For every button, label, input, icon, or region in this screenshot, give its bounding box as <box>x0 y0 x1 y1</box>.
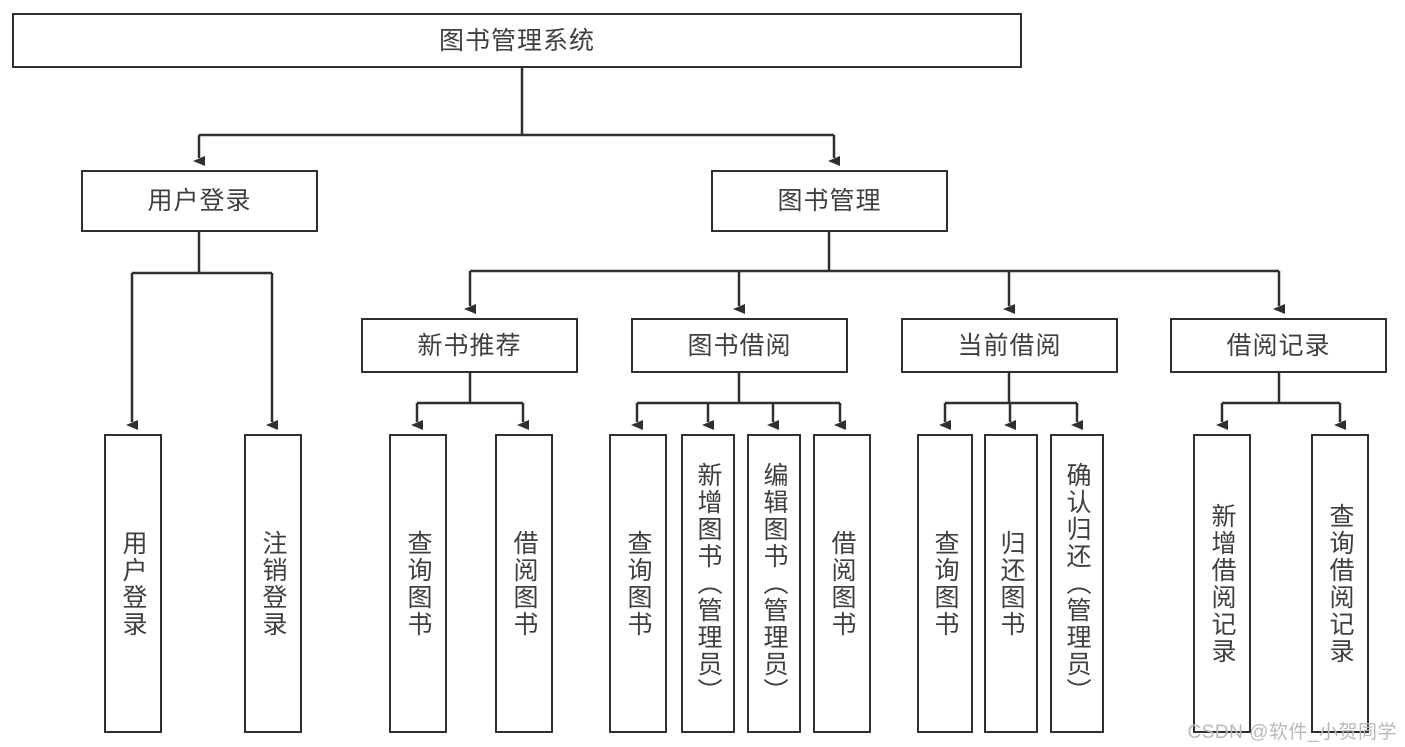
node-label: 确认归还（管理员） <box>1063 462 1091 705</box>
leaf-query-book-3[interactable]: 查询图书 <box>917 434 973 733</box>
node-label: 查询图书 <box>404 529 432 638</box>
leaf-return-book[interactable]: 归还图书 <box>984 434 1038 733</box>
leaf-confirm-return[interactable]: 确认归还（管理员） <box>1050 434 1104 733</box>
node-root-system[interactable]: 图书管理系统 <box>12 13 1022 68</box>
node-label: 新书推荐 <box>417 331 522 360</box>
leaf-edit-book[interactable]: 编辑图书（管理员） <box>747 434 801 733</box>
leaf-add-record[interactable]: 新增借阅记录 <box>1193 434 1251 733</box>
node-book-borrow[interactable]: 图书借阅 <box>631 318 848 373</box>
node-label: 图书借阅 <box>687 331 792 360</box>
node-label: 编辑图书（管理员） <box>760 462 788 705</box>
node-borrow-record[interactable]: 借阅记录 <box>1170 318 1387 373</box>
node-new-book-recommend[interactable]: 新书推荐 <box>361 318 578 373</box>
node-current-borrow[interactable]: 当前借阅 <box>901 318 1118 373</box>
node-label: 用户登录 <box>119 529 147 638</box>
node-label: 归还图书 <box>997 529 1025 638</box>
node-label: 查询图书 <box>931 529 959 638</box>
node-label: 借阅图书 <box>510 529 538 638</box>
node-label: 新增借阅记录 <box>1208 502 1236 665</box>
leaf-borrow-book-1[interactable]: 借阅图书 <box>495 434 553 733</box>
node-label: 查询图书 <box>624 529 652 638</box>
node-label: 查询借阅记录 <box>1326 502 1354 665</box>
leaf-add-book[interactable]: 新增图书（管理员） <box>681 434 735 733</box>
node-label: 当前借阅 <box>957 331 1062 360</box>
node-label: 借阅记录 <box>1226 331 1331 360</box>
node-label: 图书管理系统 <box>438 26 595 55</box>
leaf-query-book-1[interactable]: 查询图书 <box>389 434 447 733</box>
node-label: 新增图书（管理员） <box>694 462 722 705</box>
node-book-manage[interactable]: 图书管理 <box>711 170 948 232</box>
node-label: 图书管理 <box>777 187 882 215</box>
leaf-query-record[interactable]: 查询借阅记录 <box>1311 434 1369 733</box>
leaf-borrow-book-2[interactable]: 借阅图书 <box>813 434 871 733</box>
leaf-user-login[interactable]: 用户登录 <box>104 434 162 733</box>
leaf-logout[interactable]: 注销登录 <box>244 434 302 733</box>
node-label: 借阅图书 <box>828 529 856 638</box>
node-label: 用户登录 <box>147 187 252 215</box>
node-user-login[interactable]: 用户登录 <box>81 170 318 232</box>
leaf-query-book-2[interactable]: 查询图书 <box>609 434 667 733</box>
node-label: 注销登录 <box>259 529 287 638</box>
csdn-watermark: CSDN @软件_小贺同学 <box>1187 722 1397 743</box>
